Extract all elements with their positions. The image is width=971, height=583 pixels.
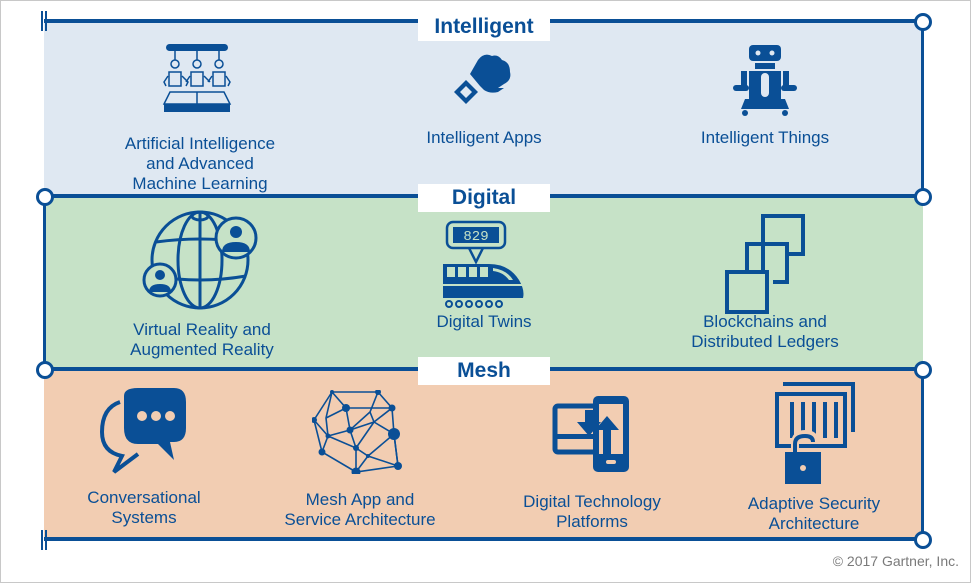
item-vr-ar: Virtual Reality and Augmented Reality — [82, 208, 322, 360]
label-line: Artificial Intelligence — [124, 134, 276, 153]
label-line: Service Architecture — [284, 510, 436, 529]
label-line: and Advanced — [146, 154, 254, 173]
section-title-mesh: Mesh — [418, 357, 550, 385]
item-conversational-systems: Conversational Systems — [24, 388, 264, 528]
label-line: Architecture — [768, 514, 860, 533]
digital-left-line — [43, 196, 46, 369]
top-left-end-bar — [45, 11, 47, 31]
label-line: Augmented Reality — [130, 340, 274, 359]
intelligent-right-line — [921, 20, 924, 196]
item-label: Intelligent Things — [645, 128, 885, 148]
label-line: Systems — [111, 508, 177, 527]
label-line: Platforms — [556, 512, 628, 531]
item-label: Blockchains and Distributed Ledgers — [645, 312, 885, 352]
network-mesh-icon — [312, 390, 402, 474]
bottom-left-end-bar — [45, 530, 47, 550]
item-label: Artificial Intelligence and Advanced Mac… — [80, 134, 320, 194]
label-line: Conversational — [87, 488, 201, 507]
label-line: Intelligent Things — [700, 128, 830, 147]
item-blockchain: Blockchains and Distributed Ledgers — [645, 214, 885, 352]
smartwatch-fist-icon — [454, 54, 511, 104]
connector-node — [914, 361, 932, 379]
item-adaptive-security: Adaptive Security Architecture — [694, 380, 934, 534]
label-line: Distributed Ledgers — [691, 332, 839, 351]
copyright-text: © 2017 Gartner, Inc. — [832, 553, 959, 569]
section-title-digital: Digital — [418, 184, 550, 212]
label-line: Mesh App and — [305, 490, 415, 509]
barcode-lock-icon — [775, 382, 855, 484]
connector-node — [36, 188, 54, 206]
connector-node — [36, 361, 54, 379]
item-intelligent-apps: Intelligent Apps — [364, 50, 604, 148]
globe-avatars-icon — [142, 210, 258, 310]
train-display-icon: 829 — [443, 220, 524, 308]
label-line: Adaptive Security — [747, 494, 881, 513]
mesh-right-line — [921, 369, 924, 539]
label-line: Digital Twins — [436, 312, 532, 331]
chain-blocks-icon — [725, 214, 805, 314]
label-line: Digital Technology — [523, 492, 661, 511]
item-digital-tech-platforms: Digital Technology Platforms — [472, 396, 712, 532]
item-label: Mesh App and Service Architecture — [240, 490, 480, 530]
label-line: Intelligent Apps — [426, 128, 542, 147]
item-label: Digital Twins — [364, 312, 604, 332]
label-line: Virtual Reality and — [133, 320, 271, 339]
robotic-assembly-arms-icon — [162, 44, 232, 112]
label-line: Blockchains and — [703, 312, 827, 331]
item-label: Digital Technology Platforms — [472, 492, 712, 532]
top-left-end-bar — [41, 11, 43, 31]
connector-node — [914, 188, 932, 206]
item-label: Adaptive Security Architecture — [694, 494, 934, 534]
chat-bubbles-icon — [99, 388, 186, 474]
bottom-border-line — [44, 537, 923, 541]
item-digital-twins: 829 Digital Twins — [364, 220, 604, 332]
connector-node — [914, 13, 932, 31]
train-display-value: 829 — [463, 229, 488, 245]
bottom-left-end-bar — [41, 530, 43, 550]
item-label: Intelligent Apps — [364, 128, 604, 148]
section-title-intelligent: Intelligent — [418, 13, 550, 41]
item-label: Conversational Systems — [24, 488, 264, 528]
connector-node — [914, 531, 932, 549]
robot-icon — [733, 45, 797, 116]
item-intelligent-things: Intelligent Things — [645, 45, 885, 148]
item-label: Virtual Reality and Augmented Reality — [82, 320, 322, 360]
item-mesh-app-service: Mesh App and Service Architecture — [240, 390, 480, 530]
label-line: Machine Learning — [132, 174, 268, 193]
device-sync-icon — [552, 396, 629, 472]
item-ai-ml: Artificial Intelligence and Advanced Mac… — [80, 42, 320, 194]
